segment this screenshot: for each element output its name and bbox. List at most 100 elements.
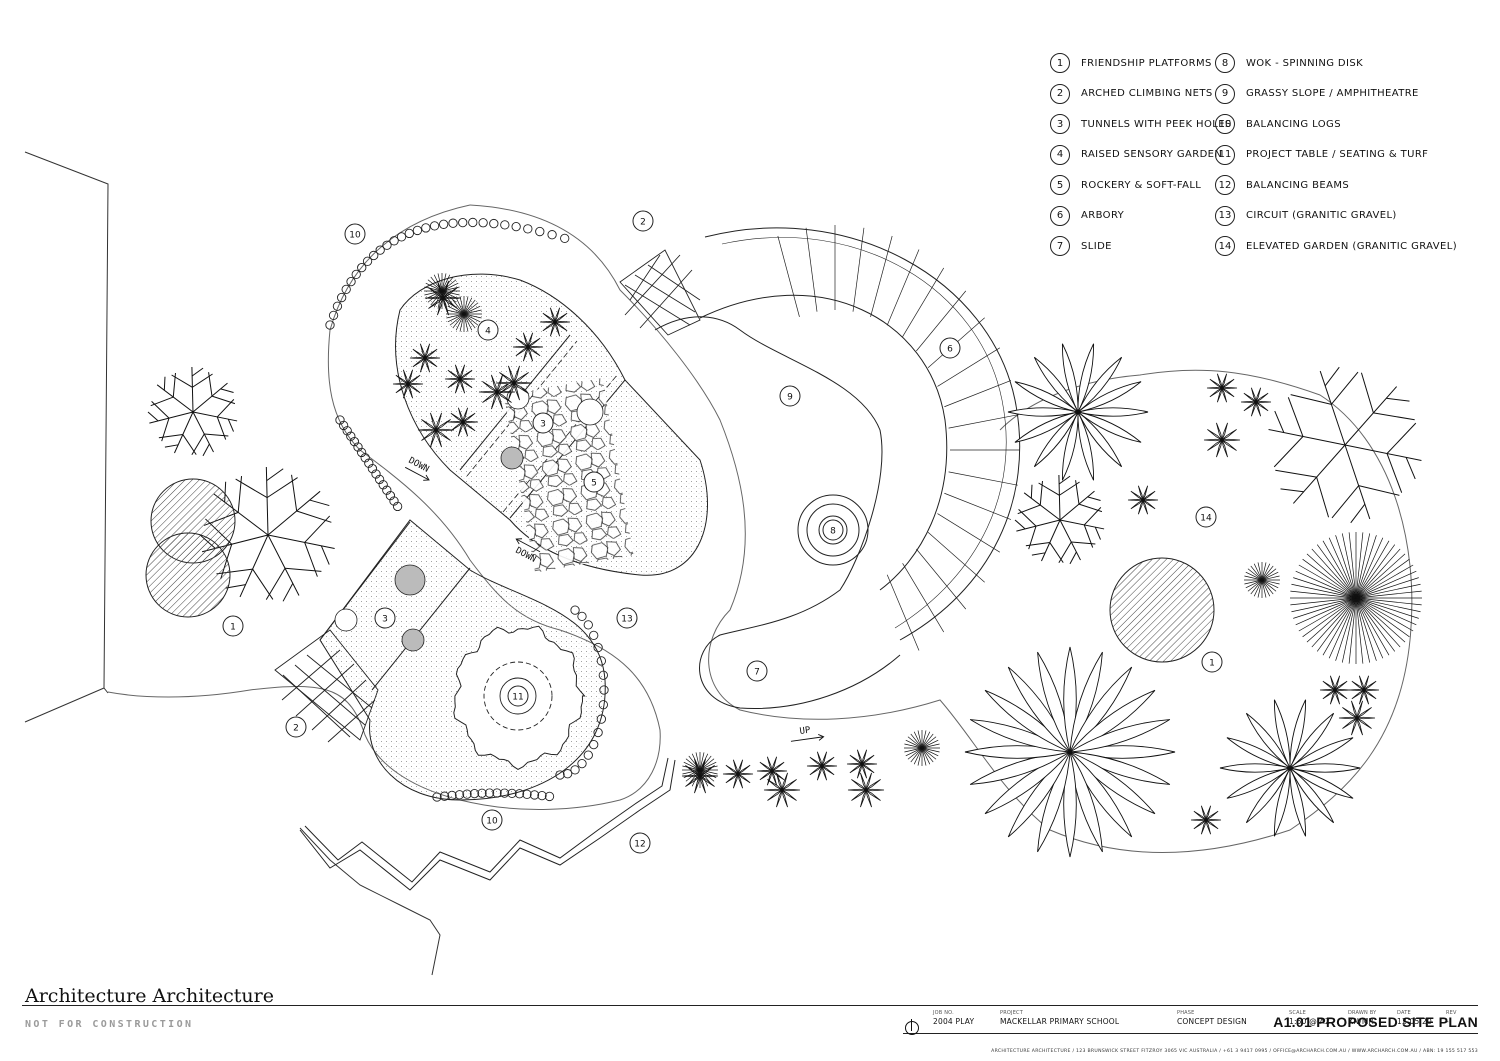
sheet-title: A1.01 PROPOSED SITE PLAN	[1273, 1014, 1478, 1030]
firm-name: Architecture Architecture	[25, 985, 274, 1007]
svg-text:10: 10	[486, 817, 498, 827]
svg-text:1: 1	[230, 623, 236, 633]
amphitheatre-and-slide	[654, 316, 901, 709]
title-block-footer: ARCHITECTURE ARCHITECTURE / 123 BRUNSWIC…	[991, 1049, 1478, 1054]
title-block-rule-lower	[903, 1033, 1478, 1047]
field-value: XN/MR	[1348, 1017, 1374, 1026]
vegetation	[147, 273, 1422, 858]
legend-number: 2	[1050, 83, 1070, 104]
tag-2-bottom: 2	[285, 716, 307, 738]
legend-label: CIRCUIT (GRANITIC GRAVEL)	[1246, 210, 1397, 222]
field-label: JOB NO.	[933, 1010, 954, 1016]
tag-12: 12	[629, 832, 651, 854]
legend-item: 2 ARCHED CLIMBING NETS	[1050, 79, 1232, 110]
field-value: -	[1446, 1017, 1449, 1026]
not-for-construction-stamp: NOT FOR CONSTRUCTION	[25, 1019, 194, 1030]
legend-number: 13	[1215, 205, 1235, 226]
legend-item: 6 ARBORY	[1050, 201, 1232, 232]
tag-9: 9	[779, 385, 801, 407]
tag-1-left: 1	[222, 615, 244, 637]
site-boundary	[24, 151, 441, 976]
field-label: PROJECT	[1000, 1010, 1024, 1016]
svg-text:9: 9	[787, 393, 793, 403]
legend-label: ROCKERY & SOFT-FALL	[1081, 179, 1202, 191]
balancing-beams	[299, 757, 676, 891]
legend: 1 FRIENDSHIP PLATFORMS 2 ARCHED CLIMBING N…	[1050, 48, 1480, 258]
tag-1-right: 1	[1201, 651, 1223, 673]
field-value: 2004 PLAY	[933, 1017, 975, 1026]
legend-label: TUNNELS WITH PEEK HOLES	[1081, 118, 1232, 130]
legend-label: ARBORY	[1081, 210, 1125, 222]
legend-item: 10 BALANCING LOGS	[1215, 109, 1457, 140]
svg-text:6: 6	[947, 345, 953, 355]
field-label: DRAWN BY	[1348, 1010, 1377, 1016]
north-arrow-icon	[905, 1019, 919, 1035]
field-value: CONCEPT DESIGN	[1177, 1017, 1247, 1026]
svg-text:3: 3	[540, 420, 546, 430]
svg-text:2: 2	[640, 218, 646, 228]
field-value: MACKELLAR PRIMARY SCHOOL	[1000, 1017, 1120, 1026]
down-arrow-1: DOWN	[404, 456, 431, 481]
legend-label: ARCHED CLIMBING NETS	[1081, 88, 1213, 100]
legend-number: 10	[1215, 114, 1235, 135]
plan-tags: 1 1 2 2 3 3 4 5 6 7 8 9 10 10 11 12 13 1…	[222, 210, 1223, 854]
balancing-logs-top	[325, 217, 570, 512]
legend-number: 14	[1215, 236, 1235, 257]
legend-label: WOK - SPINNING DISK	[1246, 57, 1364, 69]
legend-item: 3 TUNNELS WITH PEEK HOLES	[1050, 109, 1232, 140]
svg-text:13: 13	[621, 615, 632, 625]
legend-item: 4 RAISED SENSORY GARDEN	[1050, 140, 1232, 171]
legend-item: 5 ROCKERY & SOFT-FALL	[1050, 170, 1232, 201]
legend-number: 8	[1215, 53, 1235, 74]
legend-number: 12	[1215, 175, 1235, 196]
svg-text:11: 11	[512, 693, 523, 703]
svg-text:8: 8	[830, 527, 836, 537]
up-arrow: UP	[790, 725, 825, 742]
svg-text:2: 2	[293, 724, 299, 734]
tag-5: 5	[583, 471, 605, 493]
legend-number: 4	[1050, 144, 1070, 165]
legend-item: 12 BALANCING BEAMS	[1215, 170, 1457, 201]
legend-item: 1 FRIENDSHIP PLATFORMS	[1050, 48, 1232, 79]
legend-item: 13 CIRCUIT (GRANITIC GRAVEL)	[1215, 201, 1457, 232]
tag-7: 7	[746, 660, 768, 682]
tag-3-top: 3	[532, 412, 554, 434]
legend-label: FRIENDSHIP PLATFORMS	[1081, 57, 1212, 69]
tag-8: 8	[822, 519, 844, 541]
svg-text:14: 14	[1200, 514, 1212, 524]
svg-text:1: 1	[1209, 659, 1215, 669]
arched-climbing-net-lower	[274, 629, 379, 743]
legend-item: 8 WOK - SPINNING DISK	[1215, 48, 1457, 79]
tag-10-bottom: 10	[481, 809, 503, 831]
legend-label: BALANCING BEAMS	[1246, 179, 1350, 191]
legend-number: 1	[1050, 53, 1070, 74]
field-value: 1:50 @ A2	[1289, 1017, 1330, 1026]
arched-climbing-net-top	[619, 249, 701, 336]
svg-text:10: 10	[349, 231, 361, 241]
tag-13: 13	[616, 607, 638, 629]
title-block-rule	[22, 1005, 1478, 1006]
svg-text:7: 7	[754, 668, 760, 678]
tag-2-top: 2	[632, 210, 654, 232]
legend-number: 7	[1050, 236, 1070, 257]
legend-label: BALANCING LOGS	[1246, 118, 1341, 130]
svg-text:12: 12	[634, 840, 645, 850]
legend-column-left: 1 FRIENDSHIP PLATFORMS 2 ARCHED CLIMBING N…	[1050, 48, 1232, 262]
hatched-trees	[145, 478, 1215, 663]
field-label: PHASE	[1177, 1010, 1195, 1016]
field-label: DATE	[1397, 1010, 1411, 1016]
legend-number: 5	[1050, 175, 1070, 196]
legend-number: 3	[1050, 114, 1070, 135]
legend-number: 6	[1050, 205, 1070, 226]
svg-text:4: 4	[485, 327, 491, 337]
field-value: 12.05.20	[1397, 1017, 1432, 1026]
tag-14: 14	[1195, 506, 1217, 528]
svg-text:DOWN: DOWN	[407, 456, 431, 475]
legend-label: RAISED SENSORY GARDEN	[1081, 149, 1223, 161]
